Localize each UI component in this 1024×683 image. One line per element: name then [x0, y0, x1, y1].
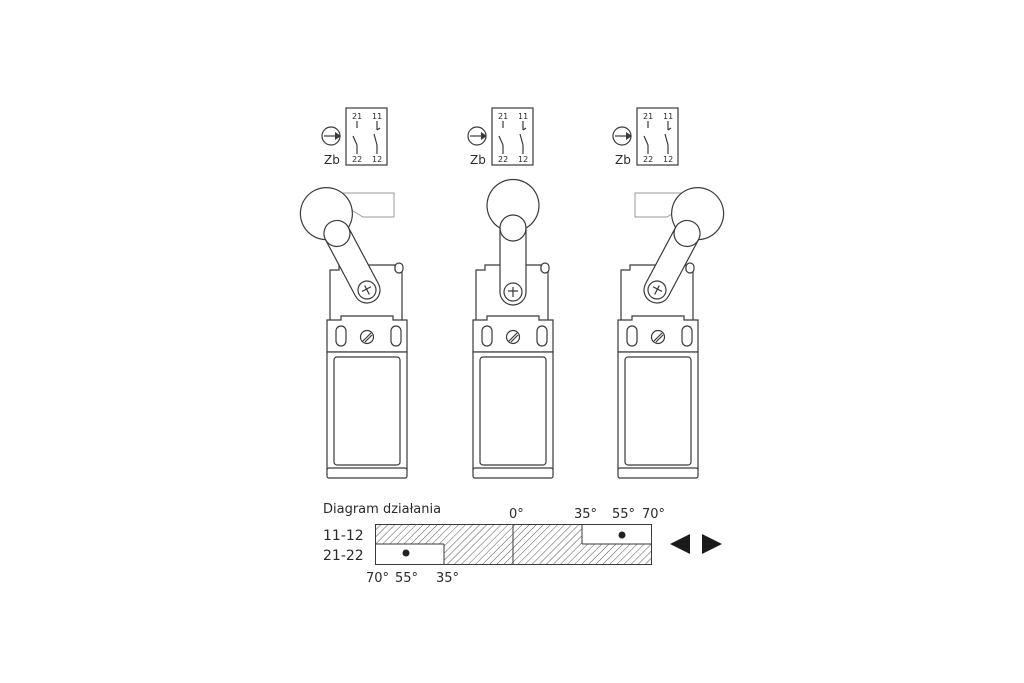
switch-2: Zb 21 11 22 12 [467, 107, 554, 479]
row-label-21-22: 21-22 [323, 548, 364, 564]
switch-point-dot [402, 549, 410, 557]
contact-number: 12 [663, 155, 673, 164]
symbol-label: Zb [470, 153, 486, 167]
angle-label: 0° [509, 507, 524, 522]
contact-number: 11 [663, 112, 673, 121]
row-label-11-12: 11-12 [323, 528, 364, 544]
row1-closed-band [376, 525, 582, 544]
symbol-label: Zb [324, 153, 340, 167]
row2-closed-band [444, 544, 651, 564]
contact-number: 11 [372, 112, 382, 121]
contact-number: 21 [498, 112, 508, 121]
angle-label: 55° [612, 507, 635, 522]
contact-number: 12 [518, 155, 528, 164]
angle-label: 35° [574, 507, 597, 522]
switch-1: Zb 21 11 22 12 [290, 107, 408, 479]
arrow-left-icon [670, 534, 690, 554]
contact-number: 12 [372, 155, 382, 164]
operating-diagram: Diagram działania 11-12 21-22 0° 35° 55°… [323, 502, 722, 586]
angle-label: 35° [436, 571, 459, 586]
switch-3: Zb 21 11 22 12 [612, 107, 734, 479]
switch-point-dot [618, 531, 626, 539]
contact-number: 22 [352, 155, 362, 164]
angle-label: 55° [395, 571, 418, 586]
contact-number: 22 [498, 155, 508, 164]
arrow-right-icon [702, 534, 722, 554]
symbol-label: Zb [615, 153, 631, 167]
contact-number: 21 [352, 112, 362, 121]
contact-number: 11 [518, 112, 528, 121]
contact-number: 21 [643, 112, 653, 121]
contact-number: 22 [643, 155, 653, 164]
angle-label: 70° [642, 507, 665, 522]
angle-label: 70° [366, 571, 389, 586]
diagram-title: Diagram działania [323, 502, 441, 517]
